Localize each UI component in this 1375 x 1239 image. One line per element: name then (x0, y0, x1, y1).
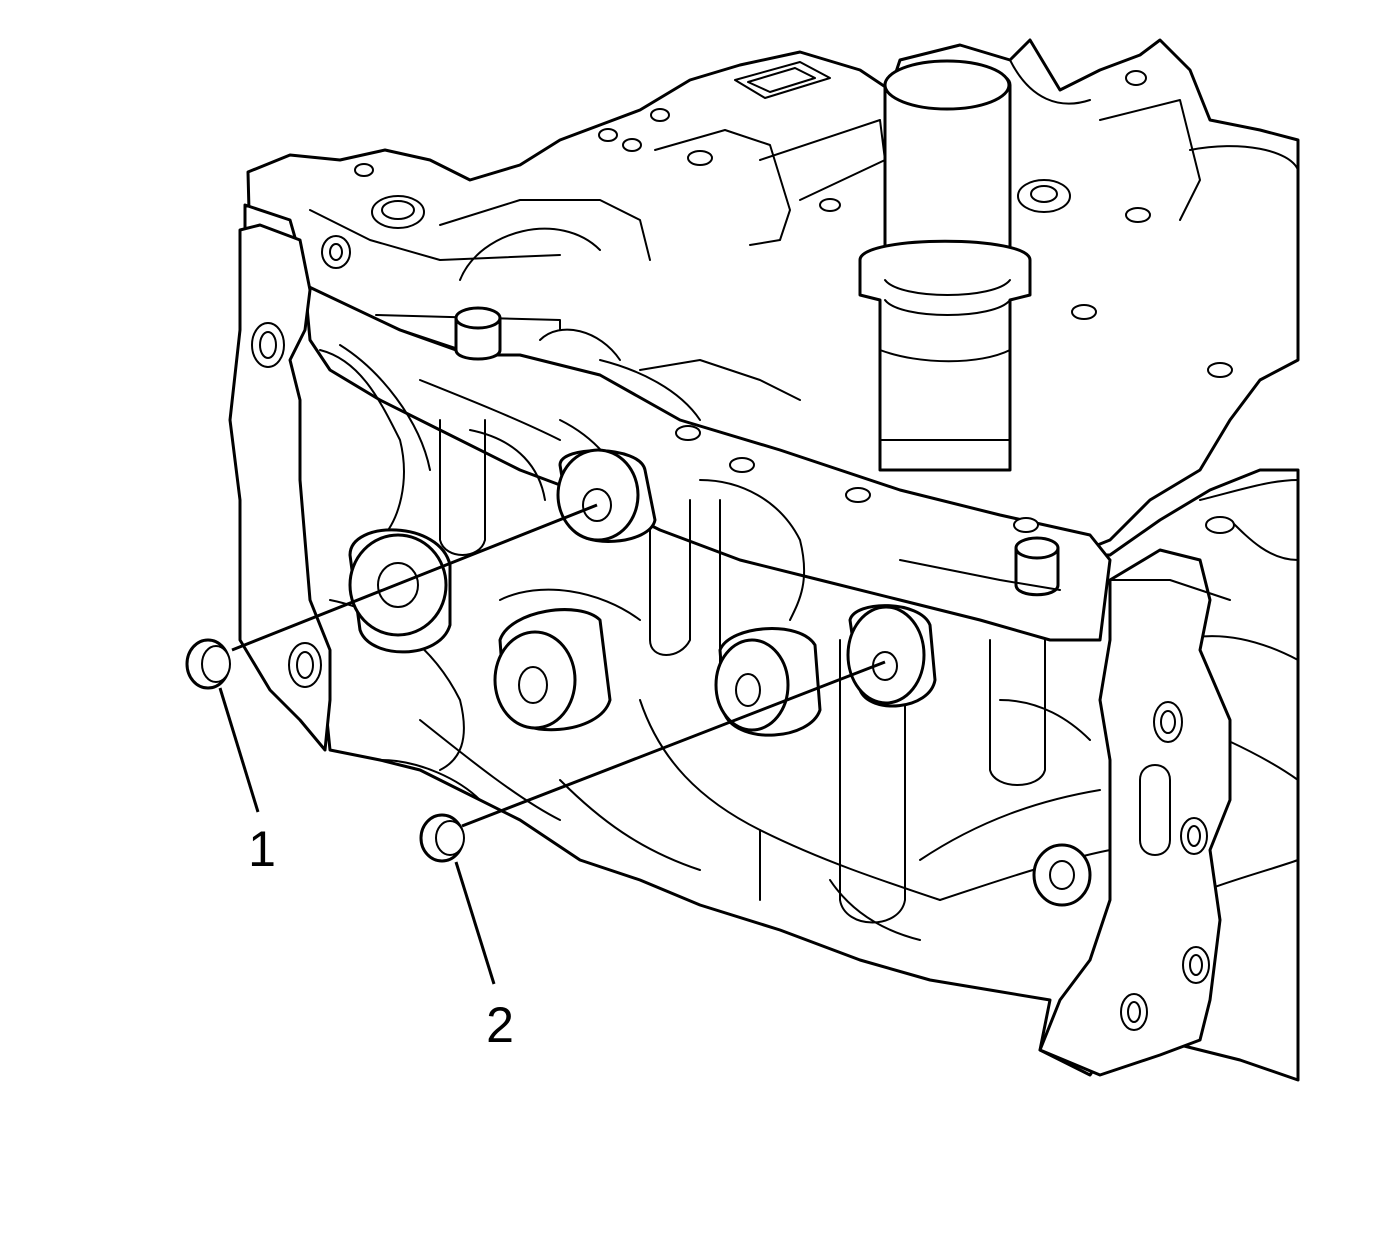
leader-callout1 (218, 687, 260, 813)
cylinder-component (858, 59, 1032, 472)
left-boss (348, 528, 452, 654)
right-flange (1032, 516, 1235, 1077)
leader-plug2-to-bore (461, 660, 886, 828)
upper-boss-1 (556, 448, 657, 543)
lower-boss-2 (714, 627, 822, 737)
leader-lines (218, 503, 886, 985)
plug-1 (185, 638, 231, 690)
lower-boss-1 (493, 608, 612, 732)
leader-plug1-to-bore (231, 503, 598, 652)
plug-2 (419, 813, 465, 863)
callout-label-2: 2 (486, 997, 514, 1053)
leader-callout2 (454, 861, 496, 985)
callout-label-1: 1 (248, 821, 276, 877)
left-flange (228, 223, 351, 752)
upper-boss-2 (846, 604, 937, 708)
